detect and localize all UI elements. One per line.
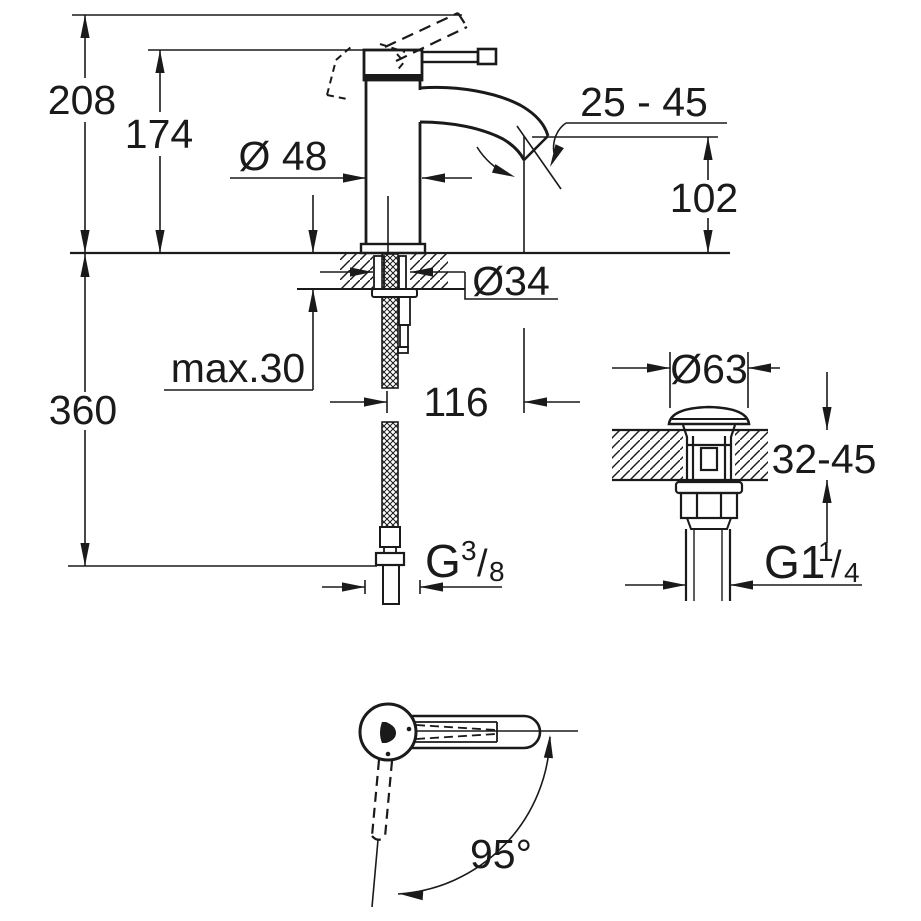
dim-label-waste-cap-diameter: Ø63 xyxy=(670,346,748,392)
dim-max-thickness-30: max.30 xyxy=(164,195,318,391)
dim-label-body-diameter: Ø 48 xyxy=(239,133,328,179)
lever-top-inner-lines xyxy=(414,721,498,743)
dim-spout-outlet-height-102: 102 xyxy=(532,136,738,253)
top-view-handle-swivel: 95° xyxy=(358,702,578,908)
body-top-circle xyxy=(358,702,418,762)
drain-counter-hatch-left xyxy=(612,430,683,480)
waste-body xyxy=(681,424,737,482)
dim-label-aerator-range: 25 - 45 xyxy=(580,79,708,125)
supply-thread-prefix: G xyxy=(425,535,461,587)
dim-supply-thread-g38: G 3 / 8 xyxy=(322,535,505,594)
dim-label-waste-deck-thickness: 32-45 xyxy=(772,436,877,482)
cartridge-head-band xyxy=(364,74,422,81)
dim-swivel-angle-95: 95° xyxy=(397,734,555,901)
front-view-faucet xyxy=(68,12,730,605)
base-flange xyxy=(359,242,427,255)
waste-thread-prefix: G1 xyxy=(764,536,825,588)
dim-aerator-range-25-45: 25 - 45 xyxy=(545,79,727,169)
dim-waste-deck-thickness-32-45: 32-45 xyxy=(772,372,877,543)
waste-thread-numerator: 1 xyxy=(818,536,834,567)
waste-thread-denominator: 4 xyxy=(844,557,860,588)
cartridge-stem-mark xyxy=(380,722,396,743)
dim-hole-diameter-34: Ø34 xyxy=(320,258,558,304)
supply-hose xyxy=(374,296,406,605)
leader-line xyxy=(464,272,558,300)
drain-view-popup-waste: Ø63 32-45 G1 1 / 4 xyxy=(612,346,876,601)
waste-thread-slash: / xyxy=(831,544,842,586)
dim-label-spout-outlet-height: 102 xyxy=(670,175,738,221)
detail-dot xyxy=(385,751,391,757)
dim-waste-cap-diameter-63: Ø63 xyxy=(612,346,780,408)
hose-in-hole xyxy=(381,253,399,290)
dim-waste-thread-g114: G1 1 / 4 xyxy=(625,536,862,593)
dim-overall-height-208: 208 xyxy=(48,15,116,253)
lever-open-dashed xyxy=(384,12,468,62)
waste-step xyxy=(685,517,733,530)
dim-spout-reach-116: 116 xyxy=(330,379,580,425)
dim-label-hose-reach: 360 xyxy=(49,387,117,433)
dim-spout-top-height-174: 174 xyxy=(125,50,193,253)
hose-lower-segment xyxy=(381,421,399,528)
flow-direction-arrow xyxy=(476,146,517,182)
dim-hose-reach-360: 360 xyxy=(49,253,117,566)
swivel-arc xyxy=(397,736,551,895)
spout-outlet-face xyxy=(523,135,549,161)
lever-swiveled-dashed xyxy=(370,759,394,841)
dim-label-overall-height: 208 xyxy=(48,77,116,123)
dim-label-spout-reach: 116 xyxy=(423,379,488,425)
leader-curve xyxy=(552,122,567,154)
lever-top-outline xyxy=(412,714,542,750)
drain-counter-hatch-right xyxy=(735,430,768,480)
dim-body-diameter-48: Ø 48 xyxy=(230,133,472,183)
head-open-dashed xyxy=(326,43,406,100)
supply-thread-slash: / xyxy=(477,543,488,585)
spout-inner-curve xyxy=(419,120,526,161)
dim-label-swivel-angle: 95° xyxy=(470,831,532,877)
supply-thread-numerator: 3 xyxy=(461,535,477,566)
hose-thread-tube xyxy=(382,564,400,605)
hose-upper-segment xyxy=(381,296,399,389)
detail-dot xyxy=(406,726,412,732)
lever-axis-extension-line xyxy=(371,839,379,908)
dim-label-hole-diameter: Ø34 xyxy=(472,258,550,304)
spout-outer-curve xyxy=(419,85,550,137)
waste-cap-dome xyxy=(667,405,751,426)
supply-thread-denominator: 8 xyxy=(489,556,505,587)
lever-grip xyxy=(476,47,498,66)
dim-label-spout-top-height: 174 xyxy=(125,111,193,157)
dim-label-max-thickness: max.30 xyxy=(171,345,305,391)
